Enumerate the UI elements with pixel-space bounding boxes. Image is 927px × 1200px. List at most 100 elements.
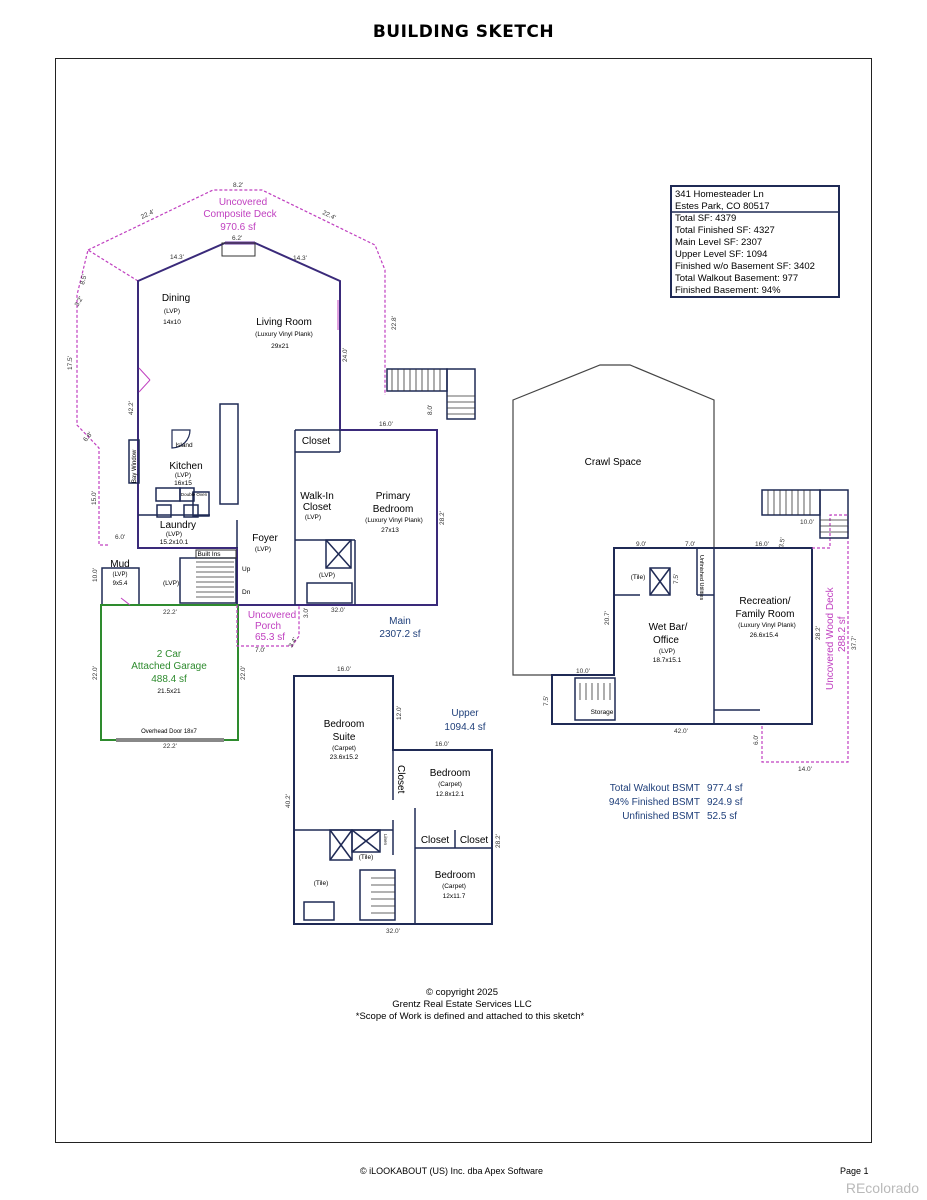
- room-material: (LVP): [163, 580, 179, 587]
- interior-walls: [574, 548, 760, 724]
- garage-name: 2 Car: [157, 649, 182, 660]
- dimension: 6.0': [753, 735, 760, 745]
- dimension: 9.0': [636, 541, 646, 548]
- info-line: Finished Basement: 94%: [675, 285, 781, 296]
- copyright-block: © copyright 2025 Grentz Real Estate Serv…: [356, 987, 585, 1022]
- stair-down-label: Dn: [242, 589, 251, 596]
- unfinished-utilities-label: Unfinished Utilities: [698, 555, 704, 600]
- dimension: 17.5': [67, 356, 74, 370]
- room-name: Living Room: [256, 317, 312, 328]
- dimension: 15.0': [91, 491, 98, 505]
- dimension: 7.5': [543, 696, 550, 706]
- info-line: Total SF: 4379: [675, 213, 736, 224]
- stairs: [196, 561, 234, 598]
- dimension: 14.0': [798, 766, 812, 773]
- room-name: Bedroom: [435, 870, 476, 881]
- room-material: (LVP): [305, 514, 321, 521]
- stairs: [371, 877, 395, 914]
- dimension: 10.0': [92, 568, 99, 582]
- dimension: 28.2': [495, 834, 502, 848]
- total-value: 52.5 sf: [707, 811, 737, 822]
- room-name: Crawl Space: [585, 457, 642, 468]
- footer-credit: © iLOOKABOUT (US) Inc. dba Apex Software: [360, 1166, 544, 1176]
- dimension: 7.0': [255, 647, 265, 654]
- info-line: Main Level SF: 2307: [675, 237, 762, 248]
- room-material: (Tile): [631, 574, 646, 581]
- room-name: Kitchen: [169, 461, 202, 472]
- total-value: 924.9 sf: [707, 797, 743, 808]
- info-line: Finished w/o Basement SF: 3402: [675, 261, 815, 272]
- room-name: Closet: [302, 436, 331, 447]
- basement-level: Crawl Space (Tile) Unfinished Utilities …: [512, 364, 858, 822]
- room-size: 12.8x12.1: [436, 791, 465, 798]
- dimension: 3.2': [74, 296, 85, 308]
- dimension: 3.4': [288, 637, 299, 649]
- dimension: 16.0': [337, 666, 351, 673]
- dimension: 14.3': [293, 255, 307, 262]
- room-name: Bedroom: [430, 768, 471, 779]
- level-name: Upper: [451, 708, 479, 719]
- copyright-line: © copyright 2025: [426, 987, 498, 998]
- info-line: Total Walkout Basement: 977: [675, 273, 798, 284]
- dimension: 32.0': [331, 607, 345, 614]
- copyright-line: *Scope of Work is defined and attached t…: [356, 1011, 585, 1022]
- deck-label: Composite Deck: [203, 209, 277, 220]
- room-material: (LVP): [113, 572, 128, 578]
- room-material: (Tile): [314, 880, 329, 887]
- room-name: Office: [653, 635, 679, 646]
- room-name: Laundry: [160, 520, 196, 531]
- room-name: Suite: [333, 732, 356, 743]
- porch-label: Uncovered: [248, 610, 296, 621]
- room-name: Recreation/: [739, 596, 790, 607]
- room-material: (LVP): [164, 308, 180, 315]
- room-name: Mud: [110, 559, 129, 570]
- dimension: 10.0': [576, 668, 590, 675]
- room-material: (Carpet): [332, 745, 356, 752]
- porch-label: Porch: [255, 621, 281, 632]
- room-name: Closet: [421, 835, 450, 846]
- room-size: 18.7x15.1: [653, 657, 682, 664]
- room-material: (LVP): [659, 648, 675, 655]
- dimension: 42.2': [128, 401, 135, 415]
- dimension: 6.0': [115, 534, 125, 541]
- dimension: 10.0': [800, 519, 814, 526]
- stairs: [386, 368, 476, 420]
- room-size: 14x10: [163, 319, 181, 326]
- copyright-line: Grentz Real Estate Services LLC: [392, 999, 532, 1010]
- stairs: [761, 489, 849, 539]
- storage-label: Storage: [591, 709, 614, 716]
- total-label: 94% Finished BSMT: [609, 797, 700, 808]
- dimension: 22.0': [92, 666, 99, 680]
- room-name: Wet Bar/: [649, 622, 688, 633]
- porch-area: 65.3 sf: [255, 632, 285, 643]
- room-size: 29x21: [271, 343, 289, 350]
- deck-outline: [76, 249, 139, 546]
- page-number: Page 1: [840, 1166, 869, 1176]
- room-name: Closet: [460, 835, 489, 846]
- dimension: 37.7': [851, 636, 858, 650]
- dimension: 8.5': [79, 274, 88, 286]
- dimension: 12.0': [396, 706, 403, 720]
- room-name: Dining: [162, 293, 190, 304]
- dimension: 28.2': [439, 511, 446, 525]
- total-label: Total Walkout BSMT: [610, 783, 700, 794]
- dimension: 16.0': [755, 541, 769, 548]
- double-oven-label: Double Oven: [181, 492, 208, 497]
- dimension: 24.0': [342, 348, 349, 362]
- dimension: 20.7': [604, 611, 611, 625]
- upper-level: Bedroom Suite (Carpet) 23.6x15.2 Bedroom…: [285, 666, 502, 935]
- room-name: Family Room: [736, 609, 795, 620]
- deck-outline: [87, 189, 386, 395]
- dimension: 3.0': [303, 608, 310, 618]
- room-material: (Tile): [359, 854, 374, 861]
- dimension: 22.2': [163, 609, 177, 616]
- garage-outline: [100, 604, 239, 741]
- stair-up-label: Up: [242, 566, 251, 573]
- room-material: (Luxury Vinyl Plank): [365, 517, 423, 524]
- info-line: Upper Level SF: 1094: [675, 249, 767, 260]
- room-size: 16x15: [174, 480, 192, 487]
- garage-area: 488.4 sf: [151, 674, 187, 685]
- garage-name: Attached Garage: [131, 661, 207, 672]
- basement-totals: Total Walkout BSMT 977.4 sf 94% Finished…: [609, 783, 743, 822]
